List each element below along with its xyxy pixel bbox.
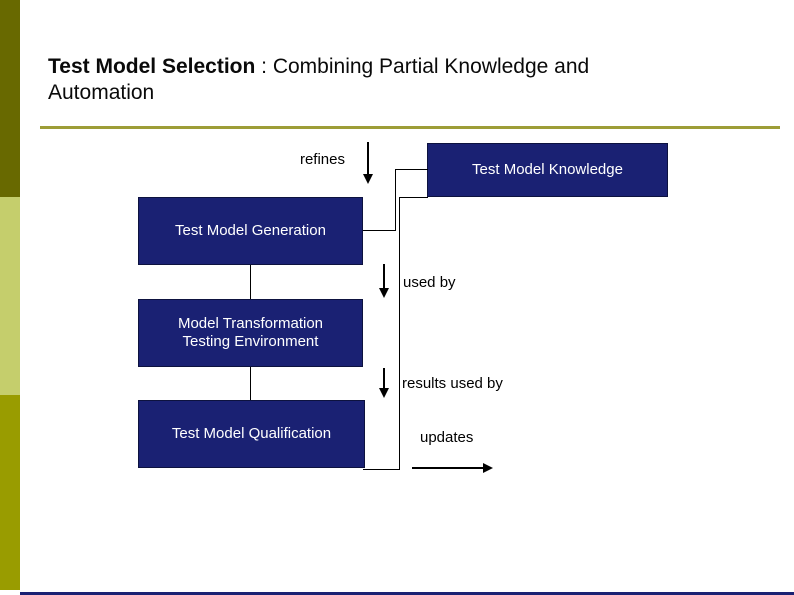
edge-label-refines: refines: [299, 151, 345, 168]
connector-generation-to-knowledge-v: [395, 169, 396, 231]
slide-title: Test Model Selection : Combining Partial…: [48, 54, 748, 106]
box-test-model-generation: Test Model Generation: [138, 197, 363, 265]
box-test-model-generation-label: Test Model Generation: [175, 222, 326, 239]
results-used-by-arrow-down-icon: [379, 388, 389, 398]
connector-transformation-to-qualification-v: [250, 367, 251, 400]
used-by-arrow-shaft: [383, 264, 385, 288]
refines-arrow-down-icon: [363, 174, 373, 184]
connector-generation-to-transformation-v: [250, 265, 251, 299]
refines-arrow-shaft: [367, 142, 369, 174]
connector-knowledge-to-qualification-v: [399, 197, 400, 470]
bottom-accent-bar: [20, 592, 794, 595]
title-underline-rule: [40, 126, 780, 129]
box-model-transformation-label: Model Transformation Testing Environment: [178, 315, 323, 351]
used-by-arrow-down-icon: [379, 288, 389, 298]
box-model-transformation-testing-environment: Model Transformation Testing Environment: [138, 299, 363, 367]
left-accent-segment-dark: [0, 0, 20, 197]
box-test-model-knowledge-label: Test Model Knowledge: [472, 161, 623, 178]
connector-knowledge-bottom-h: [399, 197, 428, 198]
box-model-transformation-line2: Testing Environment: [182, 333, 319, 350]
connector-generation-to-knowledge-h2: [395, 169, 428, 170]
box-test-model-qualification: Test Model Qualification: [138, 400, 365, 468]
edge-label-updates: updates: [420, 429, 474, 446]
box-test-model-qualification-label: Test Model Qualification: [171, 425, 332, 442]
updates-arrow-shaft: [412, 467, 483, 469]
results-used-by-arrow-shaft: [383, 368, 385, 388]
connector-generation-to-knowledge-h1: [363, 230, 396, 231]
edge-label-results-used-by: results used by: [402, 375, 503, 392]
slide-title-bold-part: Test Model Selection: [48, 55, 256, 78]
left-accent-segment-light: [0, 197, 20, 395]
box-model-transformation-line1: Model Transformation: [177, 315, 324, 332]
left-accent-segment-medium: [0, 395, 20, 590]
updates-arrow-right-icon: [483, 463, 493, 473]
connector-qualification-bottom-h: [363, 469, 400, 470]
edge-label-used-by: used by: [403, 274, 456, 291]
slide-title-regular-part: : Combining Partial Knowledge and: [255, 55, 590, 78]
slide-title-line2: Automation: [48, 81, 155, 104]
box-test-model-knowledge: Test Model Knowledge: [427, 143, 668, 197]
